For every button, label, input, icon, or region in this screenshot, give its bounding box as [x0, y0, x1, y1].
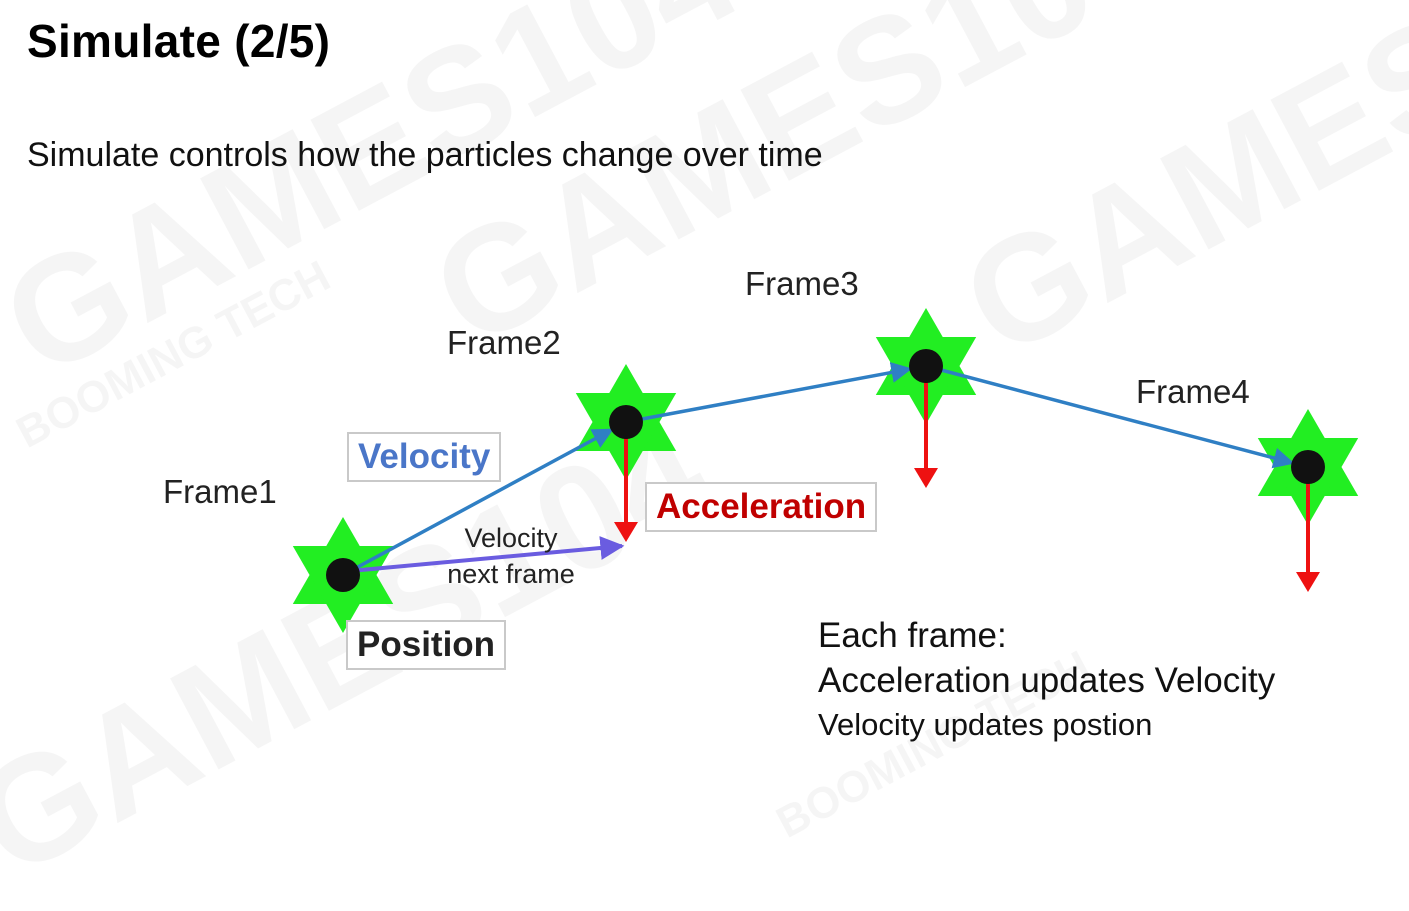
- velocity-next-frame-label: Velocity next frame: [436, 520, 586, 593]
- notes-block: Each frame: Acceleration updates Velocit…: [818, 614, 1275, 746]
- acceleration-arrowhead-4: [1296, 572, 1320, 592]
- velocity-label: Velocity: [347, 432, 502, 482]
- slide-title: Simulate (2/5): [27, 15, 331, 67]
- velocity-next-frame-arrow: [349, 536, 625, 573]
- acceleration-arrowhead-3: [914, 468, 938, 488]
- particle-center-1: [326, 558, 360, 592]
- frame-label-2: Frame2: [447, 324, 561, 361]
- velocity-arrow-2: [625, 362, 913, 424]
- note-acceleration-updates-velocity: Acceleration updates Velocity: [818, 661, 1276, 700]
- velocity-next-line1: Velocity: [464, 523, 558, 553]
- particle-center-2: [609, 405, 643, 439]
- frame-label-4: Frame4: [1136, 373, 1250, 410]
- particle-diagram: [292, 308, 1359, 633]
- particle-center-3: [909, 349, 943, 383]
- acceleration-label: Acceleration: [645, 482, 878, 532]
- velocity-arrow-1: [342, 428, 614, 577]
- velocity-next-line2: next frame: [447, 559, 575, 590]
- slide-subtitle: Simulate controls how the particles chan…: [27, 136, 823, 174]
- frame-label-1: Frame1: [163, 473, 277, 510]
- position-label: Position: [346, 620, 507, 670]
- note-each-frame: Each frame:: [818, 616, 1007, 655]
- acceleration-arrowhead-2: [614, 522, 638, 542]
- note-velocity-updates-position: Velocity updates postion: [818, 707, 1153, 742]
- frame-label-3: Frame3: [745, 265, 859, 302]
- velocity-arrow-3: [925, 364, 1295, 469]
- particle-center-4: [1291, 450, 1325, 484]
